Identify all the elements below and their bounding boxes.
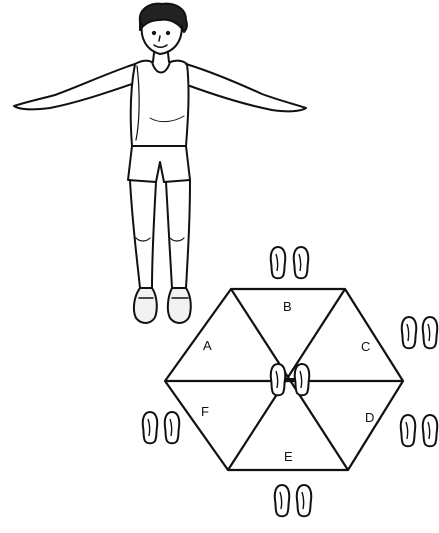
segment-label-f: F [201,404,209,419]
footprint-bottom [275,485,311,516]
footprint-lower-right [401,415,437,446]
segment-label-c: C [361,339,370,354]
child-leg-right [166,180,190,288]
segment-label-b: B [283,299,292,314]
child-shoe-left [134,288,157,323]
footprint-top [271,247,308,278]
footprint-lower-left [143,412,179,443]
child-head [142,24,182,54]
child-arm-right [186,64,306,111]
segment-label-a: A [203,338,212,353]
child-hair [140,4,187,32]
child-shoe-right [168,288,191,323]
child-figure [14,4,306,323]
child-arm-left [14,64,135,109]
child-leg-left [130,180,156,288]
footprint-upper-right [402,317,437,348]
segment-label-d: D [365,410,374,425]
segment-label-e: E [284,449,293,464]
footprint-center [271,364,309,395]
child-shorts [128,146,190,182]
child-face [153,32,170,48]
